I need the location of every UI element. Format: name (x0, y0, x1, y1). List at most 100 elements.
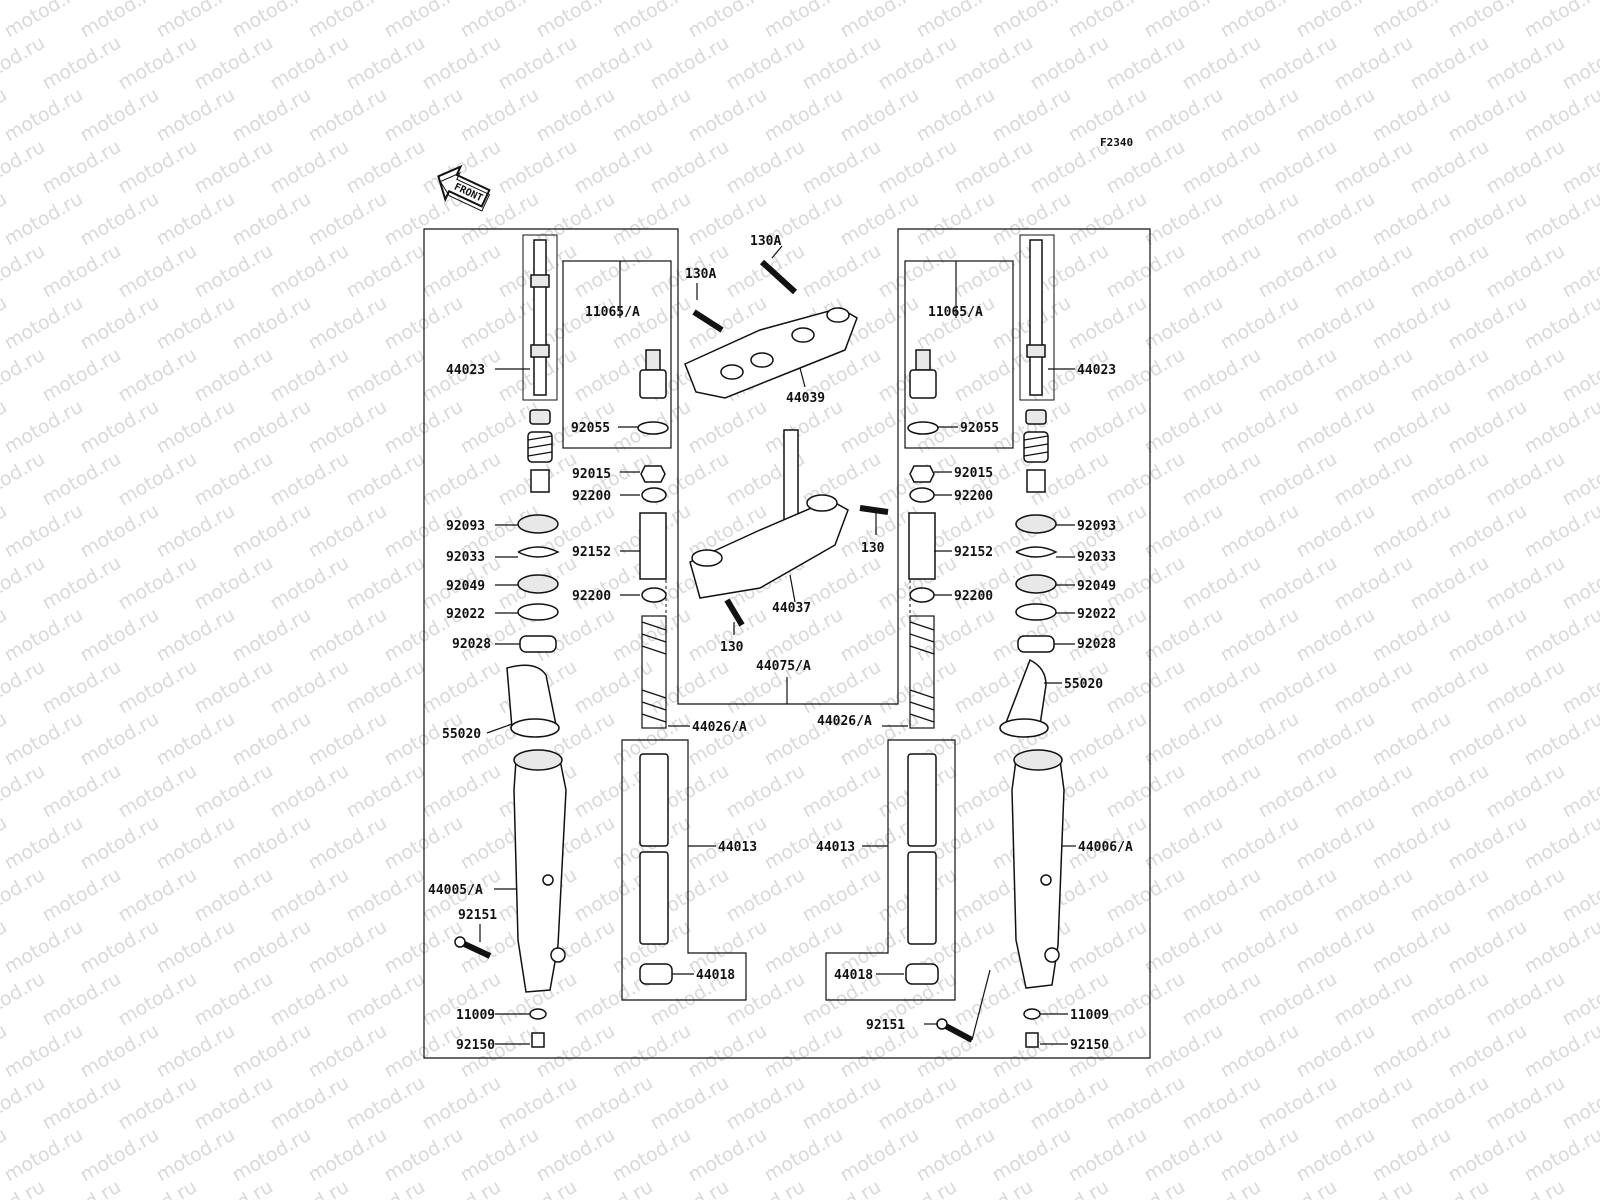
label-130A-1: 130A (685, 267, 716, 282)
label-92151-right: 92151 (866, 1018, 905, 1033)
label-92093-right: 92093 (1077, 519, 1116, 534)
part-92200-left-1 (641, 487, 667, 503)
label-11065-left: 11065/A (585, 305, 640, 320)
part-92093-left (517, 514, 559, 534)
part-44006-outer-tube (1011, 759, 1065, 989)
part-92152-right (908, 512, 936, 580)
label-92028-left: 92028 (452, 637, 491, 652)
part-130A-bolt-1 (692, 309, 724, 333)
part-44013-right-lower (907, 851, 937, 945)
label-44026-left: 44026/A (692, 720, 747, 735)
part-92033-left (517, 546, 560, 558)
box-44013-left (621, 739, 747, 1001)
label-11009-right: 11009 (1070, 1008, 1109, 1023)
label-44018-left: 44018 (696, 968, 735, 983)
label-92152-left: 92152 (572, 545, 611, 560)
label-44023-left: 44023 (446, 363, 485, 378)
label-92028-right: 92028 (1077, 637, 1116, 652)
part-44005-outer-tube (513, 759, 567, 993)
label-92200-right-2: 92200 (954, 589, 993, 604)
part-11065-right (915, 349, 931, 371)
part-92015-right (909, 465, 935, 483)
label-44039: 44039 (786, 391, 825, 406)
part-92022-left (517, 603, 559, 621)
part-92093-right (1015, 514, 1057, 534)
label-130A-2: 130A (750, 234, 781, 249)
part-92150-right (1025, 1032, 1039, 1048)
label-92200-left-2: 92200 (572, 589, 611, 604)
label-44026-right: 44026/A (817, 714, 872, 729)
part-92151-left (454, 936, 466, 948)
part-11065-left (645, 349, 661, 371)
label-92150-left: 92150 (456, 1038, 495, 1053)
part-44018-left (639, 963, 673, 985)
label-92151-left: 92151 (458, 908, 497, 923)
part-130-bolt-2 (724, 598, 745, 627)
label-92055-right: 92055 (960, 421, 999, 436)
part-44018-right (905, 963, 939, 985)
label-44005: 44005/A (428, 883, 483, 898)
box-11065-right (904, 260, 1014, 449)
part-11009-left (529, 1008, 547, 1020)
label-92022-left: 92022 (446, 607, 485, 622)
label-92093-left: 92093 (446, 519, 485, 534)
label-92022-right: 92022 (1077, 607, 1116, 622)
part-44023-left (522, 234, 558, 401)
label-44023-right: 44023 (1077, 363, 1116, 378)
label-92055-left: 92055 (571, 421, 610, 436)
label-92150-right: 92150 (1070, 1038, 1109, 1053)
part-44023-right (1019, 234, 1055, 401)
label-130-1: 130 (861, 541, 885, 556)
part-92055-left (637, 421, 669, 435)
label-92015-right: 92015 (954, 466, 993, 481)
part-92049-left (517, 574, 559, 594)
label-92200-left-1: 92200 (572, 489, 611, 504)
part-44013-left-lower (639, 851, 669, 945)
label-44075: 44075/A (756, 659, 811, 674)
part-11009-right (1023, 1008, 1041, 1020)
label-92033-right: 92033 (1077, 550, 1116, 565)
part-92150-left (531, 1032, 545, 1048)
part-92151-right (936, 1018, 948, 1030)
label-44037: 44037 (772, 601, 811, 616)
part-44026-left-spring (641, 615, 667, 729)
label-44013-right: 44013 (816, 840, 855, 855)
part-92033-right (1015, 546, 1058, 558)
part-44013-right-upper (907, 753, 937, 847)
part-labels: 44023 11065/A 92055 130A 130A 44039 9201… (428, 234, 1133, 1053)
box-11065-left (562, 260, 672, 449)
label-44018-right: 44018 (834, 968, 873, 983)
front-arrow-icon: FRONT (437, 164, 491, 212)
part-130A-bolt-2 (759, 259, 798, 295)
label-11009-left: 11009 (456, 1008, 495, 1023)
part-92152-left (639, 512, 667, 580)
label-44013-left: 44013 (718, 840, 757, 855)
diagram-code: F2340 (1100, 136, 1133, 149)
part-92028-right (1017, 635, 1055, 653)
label-92200-right-1: 92200 (954, 489, 993, 504)
part-92022-right (1015, 603, 1057, 621)
label-92015-left: 92015 (572, 467, 611, 482)
label-44006: 44006/A (1078, 840, 1133, 855)
part-92055-right (907, 421, 939, 435)
part-92200-left-2 (641, 587, 667, 603)
label-92049-left: 92049 (446, 579, 485, 594)
part-44037-lower-bracket (689, 499, 849, 599)
label-130-2: 130 (720, 640, 744, 655)
part-44013-left-upper (639, 753, 669, 847)
part-92028-left (519, 635, 557, 653)
part-92200-right-1 (909, 487, 935, 503)
label-92152-right: 92152 (954, 545, 993, 560)
part-92200-right-2 (909, 587, 935, 603)
label-11065-right: 11065/A (928, 305, 983, 320)
part-130-bolt-1 (859, 505, 889, 515)
label-55020-right: 55020 (1064, 677, 1103, 692)
label-55020-left: 55020 (442, 727, 481, 742)
part-92049-right (1015, 574, 1057, 594)
assembly-frame (423, 228, 1151, 1059)
part-92015-left (640, 465, 666, 483)
label-92033-left: 92033 (446, 550, 485, 565)
label-92049-right: 92049 (1077, 579, 1116, 594)
